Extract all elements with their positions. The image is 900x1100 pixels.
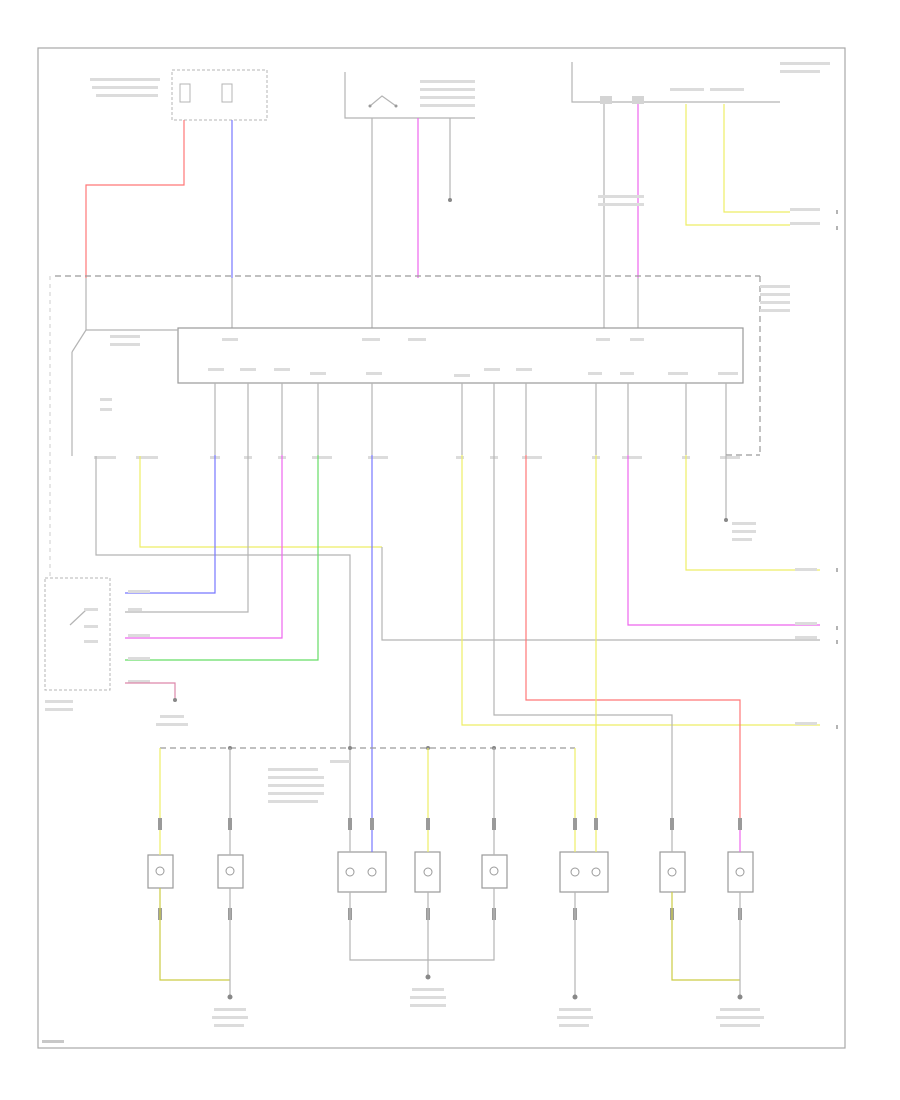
wire-pink-right — [627, 455, 820, 626]
wire-yellow-cluster-b — [723, 104, 790, 213]
wire-pink-switch — [125, 455, 283, 639]
relay-switch — [344, 72, 475, 119]
footer-mark — [42, 1040, 64, 1043]
headlamp-left — [337, 851, 387, 893]
wire-yellow-cluster-a — [685, 104, 790, 226]
wire-yellow-far-right — [685, 455, 820, 571]
body-control-module — [177, 327, 744, 384]
diagram-border — [37, 47, 846, 1049]
lamp-connectors — [158, 818, 742, 920]
wire-green-switch — [125, 455, 319, 661]
tail-lamp-left — [559, 851, 609, 893]
license-lamp-left — [659, 851, 686, 893]
instrument-cluster — [571, 62, 830, 104]
headlamp-switch — [44, 577, 150, 711]
wire-blue-switch — [125, 455, 216, 594]
wire-yellow-mid — [461, 455, 820, 726]
ground-points — [227, 974, 743, 1000]
headlamp-relay-switch — [71, 329, 178, 456]
wire-red-battery — [85, 120, 185, 278]
parking-lamp-left-front — [147, 854, 174, 889]
wire-ground-right — [671, 892, 740, 981]
side-marker-lamp-right-front — [481, 854, 508, 889]
tail-lamp-right — [727, 851, 754, 893]
wire-red-mid — [525, 455, 741, 830]
wire-yellow-switch — [139, 456, 382, 548]
wire-ground-left — [159, 888, 230, 981]
battery-label-block — [90, 78, 160, 97]
side-marker-lamp-left-front — [217, 854, 244, 889]
fuse-box — [171, 69, 268, 121]
parking-lamp-right-front — [414, 851, 441, 893]
wire-brown-switch — [125, 682, 176, 700]
